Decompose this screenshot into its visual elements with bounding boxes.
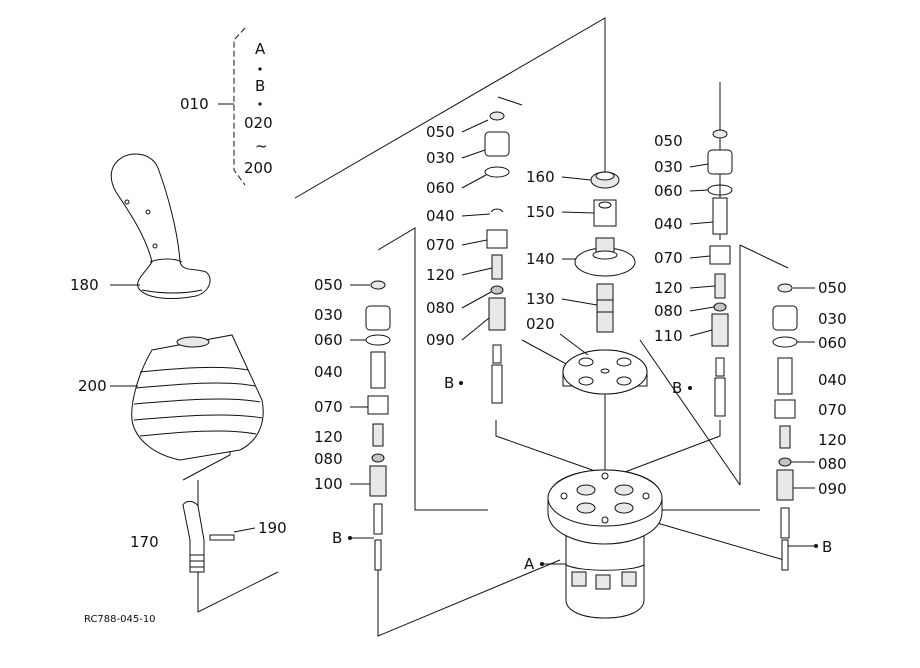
middle-left-port-stack xyxy=(484,111,510,404)
mid-left-label-070: 070 xyxy=(426,236,455,254)
right-label-060: 060 xyxy=(818,334,847,352)
right-label-070: 070 xyxy=(818,401,847,419)
legend-bracket: 010 A B 020 ~ 200 xyxy=(180,27,273,186)
mid-left-label-080: 080 xyxy=(426,299,455,317)
left-label-030: 030 xyxy=(314,306,343,324)
left-label-050: 050 xyxy=(314,276,343,294)
label-150: 150 xyxy=(526,203,555,221)
mid-left-label-060: 060 xyxy=(426,179,455,197)
right-label-120: 120 xyxy=(818,431,847,449)
drawing-code: RC788-045-10 xyxy=(84,614,156,625)
pin-190: 190 xyxy=(209,519,287,541)
mid-left-label-090: 090 xyxy=(426,331,455,349)
right-ref-b: B xyxy=(822,538,832,556)
housing-ref: A xyxy=(524,555,566,573)
mid-right-label-040: 040 xyxy=(654,215,683,233)
center-stack xyxy=(574,171,636,333)
mid-left-label-050: 050 xyxy=(426,123,455,141)
label-190: 190 xyxy=(258,519,287,537)
left-label-070: 070 xyxy=(314,398,343,416)
mid-right-label-030: 030 xyxy=(654,158,683,176)
label-020: 020 xyxy=(526,315,555,333)
right-label-030: 030 xyxy=(818,310,847,328)
left-port-labels: 050 030 060 040 070 120 080 100 B xyxy=(314,276,374,547)
right-port-stack xyxy=(772,283,798,571)
legend-b: B xyxy=(255,77,265,95)
legend-to: 200 xyxy=(244,159,273,177)
left-port-stack xyxy=(365,280,391,571)
middle-left-port-labels: 050 030 060 040 070 120 080 090 B xyxy=(426,119,493,392)
mid-right-label-080: 080 xyxy=(654,302,683,320)
label-170: 170 xyxy=(130,533,159,551)
shaft-170: 170 xyxy=(130,500,205,573)
rubber-boot: 200 xyxy=(78,334,264,461)
plate-020 xyxy=(562,349,648,395)
mid-right-label-120: 120 xyxy=(654,279,683,297)
middle-right-port-labels: 050 030 060 040 070 120 080 110 B xyxy=(654,132,716,397)
left-label-080: 080 xyxy=(314,450,343,468)
legend-a: A xyxy=(255,40,266,58)
mid-left-ref-b: B xyxy=(444,374,454,392)
assembly-leader-lines xyxy=(182,17,789,637)
label-180: 180 xyxy=(70,276,99,294)
label-130: 130 xyxy=(526,290,555,308)
legend-main-label: 010 xyxy=(180,95,209,113)
legend-from: 020 xyxy=(244,114,273,132)
mid-left-label-040: 040 xyxy=(426,207,455,225)
lever-grip: 180 xyxy=(70,153,211,299)
mid-left-label-030: 030 xyxy=(426,149,455,167)
housing-ref-a: A xyxy=(524,555,535,573)
label-200: 200 xyxy=(78,377,107,395)
middle-right-port-stack xyxy=(707,129,733,417)
label-160: 160 xyxy=(526,168,555,186)
left-label-100: 100 xyxy=(314,475,343,493)
right-label-090: 090 xyxy=(818,480,847,498)
left-label-060: 060 xyxy=(314,331,343,349)
valve-housing xyxy=(547,469,663,619)
legend-tilde: ~ xyxy=(255,137,268,155)
mid-right-label-070: 070 xyxy=(654,249,683,267)
mid-right-label-110: 110 xyxy=(654,327,683,345)
center-labels: 160 150 140 130 020 xyxy=(526,168,598,356)
label-140: 140 xyxy=(526,250,555,268)
right-label-050: 050 xyxy=(818,279,847,297)
right-label-040: 040 xyxy=(818,371,847,389)
left-label-120: 120 xyxy=(314,428,343,446)
right-port-labels: 050 030 060 040 070 120 080 090 B xyxy=(788,279,847,556)
mid-left-label-120: 120 xyxy=(426,266,455,284)
mid-right-ref-b: B xyxy=(672,379,682,397)
right-label-080: 080 xyxy=(818,455,847,473)
left-label-040: 040 xyxy=(314,363,343,381)
mid-right-label-050: 050 xyxy=(654,132,683,150)
mid-right-label-060: 060 xyxy=(654,182,683,200)
left-ref-b: B xyxy=(332,529,342,547)
